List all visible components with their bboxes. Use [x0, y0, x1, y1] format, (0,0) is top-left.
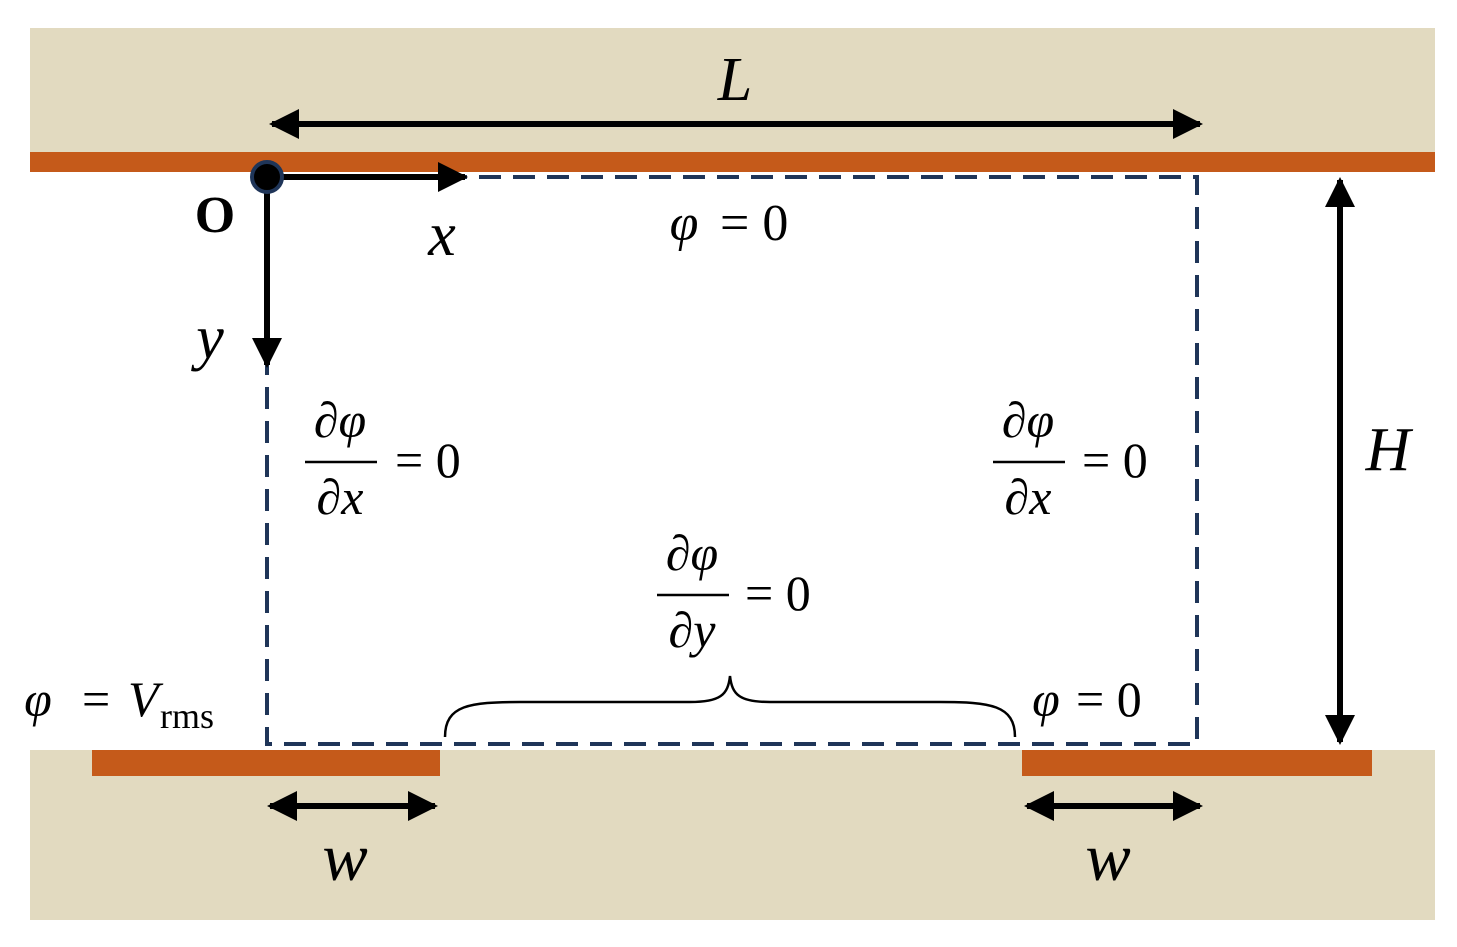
x-axis-label: x — [427, 201, 456, 269]
bottom-left-bc-voltage: V — [128, 671, 164, 727]
height-label: H — [1365, 416, 1414, 484]
top-boundary-condition: φ = 0 — [670, 195, 789, 252]
top-electrode — [30, 152, 1435, 172]
bottom-bc-numerator: ∂φ — [666, 525, 718, 581]
bottom-gap-brace — [443, 675, 1017, 738]
right-bc-denominator: ∂x — [1005, 469, 1052, 525]
bottom-substrate — [30, 750, 1435, 920]
bottom-left-bc-subscript: rms — [160, 696, 214, 736]
right-width-label: w — [1085, 819, 1130, 895]
left-bc-rhs: = 0 — [395, 432, 461, 488]
right-bc-rhs: = 0 — [1082, 432, 1148, 488]
origin-label: O — [195, 187, 235, 244]
origin-point — [250, 160, 284, 194]
top-substrate — [30, 28, 1435, 166]
bottom-right-boundary-condition: φ = 0 — [1032, 671, 1142, 727]
right-boundary-condition: ∂φ ∂x = 0 — [993, 392, 1148, 525]
bottom-right-bc-rhs: = 0 — [1076, 671, 1142, 727]
left-width-label: w — [322, 819, 367, 895]
bottom-left-bc-phi: φ — [24, 671, 52, 727]
top-bc-rhs: = 0 — [720, 195, 788, 252]
y-axis-label: y — [190, 304, 224, 372]
bottom-middle-boundary-condition: ∂φ ∂y = 0 — [657, 525, 811, 658]
left-bc-numerator: ∂φ — [314, 392, 366, 448]
left-bc-denominator: ∂x — [317, 469, 364, 525]
bottom-left-boundary-condition: φ = V rms — [24, 671, 214, 736]
top-bc-phi: φ — [670, 195, 699, 252]
bottom-bc-denominator: ∂y — [669, 602, 717, 658]
bottom-right-electrode — [1022, 750, 1372, 776]
left-boundary-condition: ∂φ ∂x = 0 — [305, 392, 461, 525]
bottom-right-bc-phi: φ — [1032, 671, 1060, 727]
right-bc-numerator: ∂φ — [1002, 392, 1054, 448]
bottom-bc-rhs: = 0 — [745, 565, 811, 621]
bottom-left-bc-eq: = — [82, 671, 110, 727]
length-label: L — [717, 46, 752, 114]
bottom-left-electrode — [92, 750, 440, 776]
